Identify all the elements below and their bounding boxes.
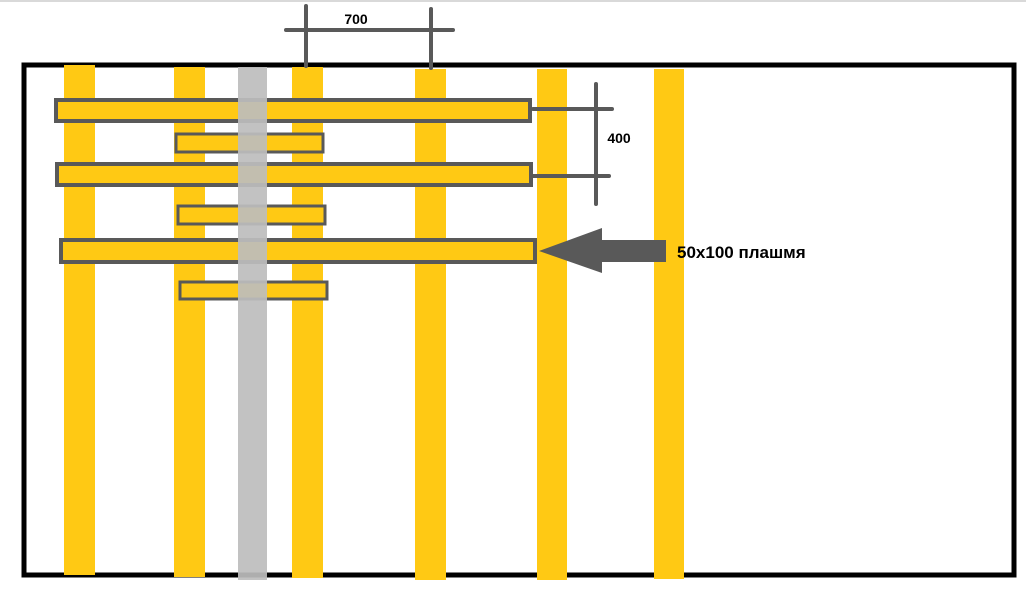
dimension-vertical: 400 — [531, 82, 631, 206]
dimension-horizontal: 700 — [284, 4, 455, 70]
vertical-stud — [415, 69, 446, 580]
vertical-stud — [537, 69, 567, 580]
horizontal-board-long — [54, 98, 532, 123]
callout-label: 50x100 плашмя — [677, 243, 806, 262]
horizontal-board-long — [55, 162, 533, 187]
dimension-label-vertical: 400 — [607, 130, 631, 146]
top-border — [0, 0, 1026, 2]
outer-frame — [21, 62, 1017, 578]
dimension-label-horizontal: 700 — [344, 11, 368, 27]
callout-arrow — [539, 228, 666, 273]
vertical-stud — [654, 69, 684, 579]
horizontal-board-long — [59, 238, 537, 264]
vertical-stud — [64, 65, 95, 575]
gray-vertical-post — [238, 67, 267, 580]
